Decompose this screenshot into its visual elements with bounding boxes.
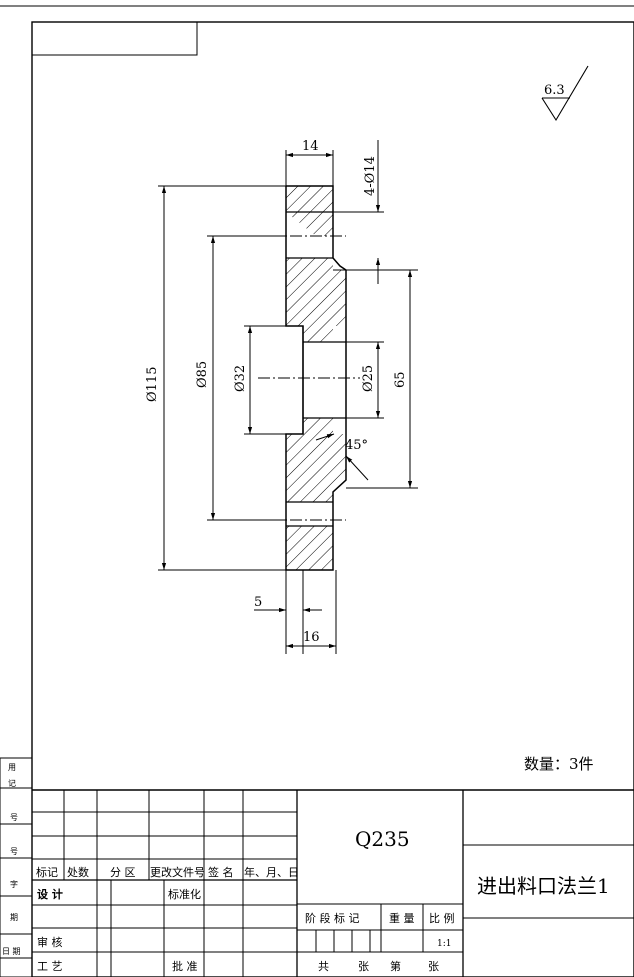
hatch-upper-body (286, 258, 346, 342)
material: Q235 (355, 827, 410, 851)
dim-thickness-bottom: 16 (303, 630, 320, 645)
tb-standardize: 标准化 (168, 887, 201, 901)
tb-header-count: 处数 (67, 866, 89, 879)
code-box (31, 21, 198, 56)
title-block (32, 789, 634, 977)
tb-approve: 批 准 (172, 959, 198, 973)
dim-outer-diameter: Ø115 (145, 367, 160, 402)
tb-scale-value: 1:1 (437, 939, 451, 949)
tb-weight: 重 量 (389, 911, 415, 925)
tb-header-sign: 签 名 (208, 865, 234, 879)
side-label-number-2: 号 (10, 847, 18, 856)
side-label-period: 期 (10, 913, 18, 922)
side-label-sign: 字 (10, 879, 18, 889)
quantity-note: 数量：3件 (524, 755, 594, 773)
hatch-lower-body (286, 418, 346, 502)
dim-bore: Ø32 (233, 365, 248, 392)
tb-sheets-1: 张 (358, 960, 369, 973)
drawing-frame (31, 21, 634, 977)
hatch-lower-rim (286, 526, 333, 570)
side-label-date: 日 期 (2, 947, 21, 956)
side-label-use: 用 (8, 763, 16, 772)
tb-design: 设 计 (37, 887, 63, 901)
tb-stage-mark: 阶 段 标 记 (305, 911, 360, 925)
tb-header-zone: 分 区 (110, 866, 136, 879)
tb-header-date: 年、月、日 (244, 865, 299, 879)
hatch-upper-rim (286, 186, 333, 236)
dim-thickness-top: 14 (302, 139, 319, 154)
dim-inner-bore: Ø25 (361, 365, 376, 392)
side-label-number-1: 号 (10, 813, 18, 822)
tb-page: 第 (390, 959, 401, 973)
side-strip: 用 记 号 号 字 期 日 期 (0, 757, 33, 977)
dimensions (158, 140, 418, 654)
dim-bolt-circle: Ø85 (195, 361, 210, 388)
tb-process: 工 艺 (37, 960, 63, 973)
dim-boss: 65 (393, 371, 408, 388)
surface-roughness-symbol: 6.3 (541, 65, 589, 122)
dim-step: 5 (254, 595, 262, 610)
tb-total: 共 (318, 960, 329, 973)
tb-review: 审 核 (37, 935, 63, 949)
dim-chamfer: 45° (345, 438, 368, 453)
roughness-value: 6.3 (544, 83, 565, 98)
tb-sheets-2: 张 (428, 960, 439, 973)
flange-section (258, 185, 360, 571)
part-name: 进出料口法兰1 (477, 874, 610, 898)
tb-scale-label: 比 例 (429, 911, 455, 925)
tb-header-mark: 标记 (36, 865, 58, 879)
dim-holes: 4-Ø14 (363, 156, 378, 196)
side-label-record: 记 (8, 779, 16, 788)
tb-header-doc-no: 更改文件号 (150, 865, 205, 879)
